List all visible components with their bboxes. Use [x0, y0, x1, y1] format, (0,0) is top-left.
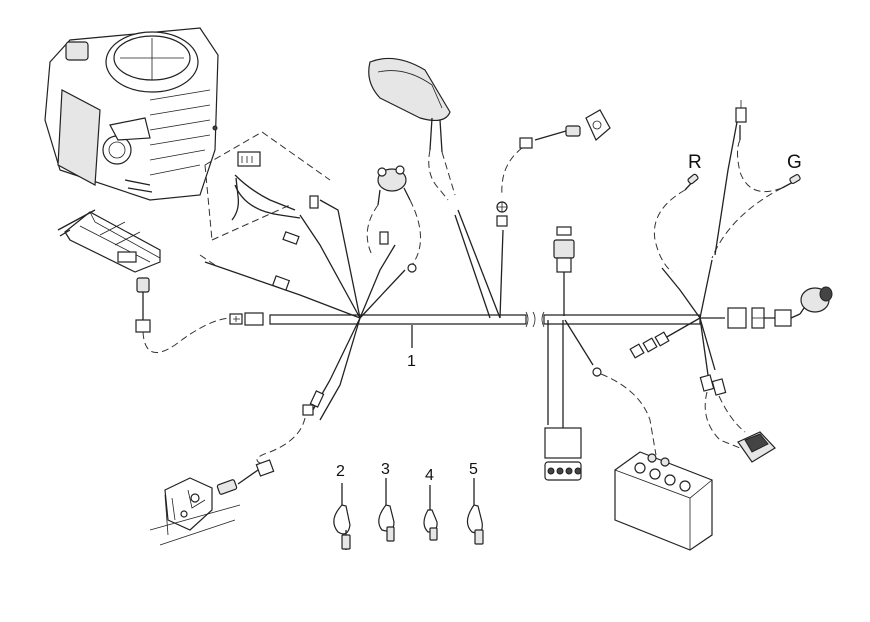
- callout-label-4: 4: [425, 467, 434, 484]
- solenoid: [366, 165, 421, 273]
- main-harness: [199, 195, 725, 430]
- engine-illustration: [44, 27, 219, 201]
- pto-switch: [737, 431, 776, 463]
- right-connectors: [629, 286, 833, 449]
- battery: [600, 373, 713, 551]
- mounting-bracket: [57, 209, 161, 273]
- rg-leads: [653, 100, 801, 273]
- ignition-switch: [496, 109, 611, 227]
- cable-tie-4: [423, 485, 438, 541]
- seat-switch: [135, 277, 233, 354]
- relay: [553, 226, 575, 316]
- wire-tag-green: G: [787, 152, 802, 173]
- cable-tie-2: [333, 483, 351, 550]
- cable-tie-3: [378, 478, 395, 542]
- callout-label-2: 2: [336, 463, 345, 480]
- callout-label-3: 3: [381, 461, 390, 478]
- wire-tag-red: R: [688, 152, 702, 173]
- fuse-block: [544, 427, 582, 481]
- headlight: [368, 57, 456, 201]
- connector-detail-box: [204, 131, 331, 241]
- cable-tie-5: [466, 478, 484, 545]
- callout-label-5: 5: [469, 461, 478, 478]
- callout-label-1: 1: [407, 353, 416, 370]
- brake-switch-bracket: [149, 417, 306, 546]
